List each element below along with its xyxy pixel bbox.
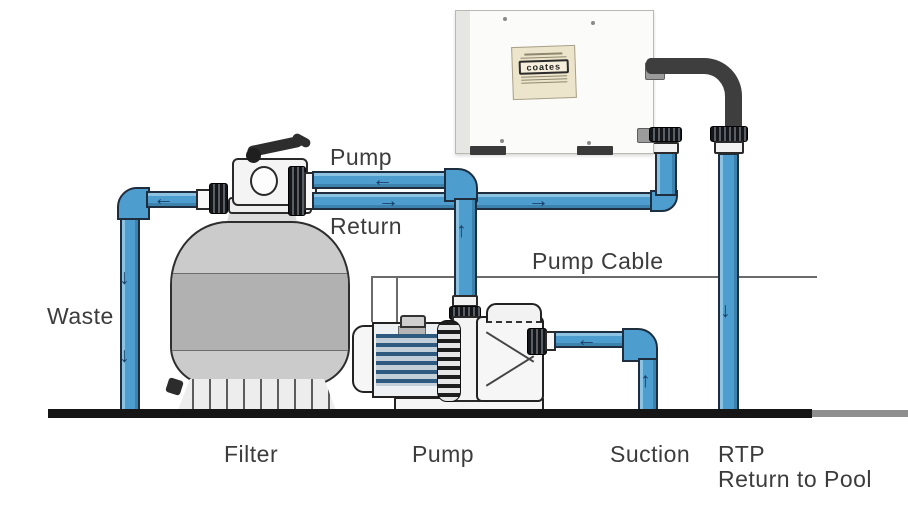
label-return-line: Return <box>330 213 403 239</box>
heater-outlet-hose <box>650 58 742 132</box>
label-fine-print <box>521 78 568 81</box>
valve-union-left <box>209 183 228 214</box>
pump-motor <box>372 322 446 398</box>
suction-pipe-horizontal <box>554 331 628 348</box>
pump-riser-pipe <box>454 198 477 299</box>
filter-drain-valve <box>165 377 184 396</box>
heater-brand-text: coates <box>518 59 570 75</box>
filter-tank <box>170 221 350 387</box>
heater-screw <box>587 141 591 145</box>
label-fine-print <box>521 81 568 84</box>
heater-inlet-pipe <box>655 152 677 196</box>
motor-lifting-lug <box>400 315 426 328</box>
heater-foot <box>470 146 506 155</box>
pump-cable-line-horizontal <box>371 276 817 278</box>
heater-inlet-union <box>649 127 682 142</box>
waste-pipe-horizontal <box>146 191 198 208</box>
pot-brace-line <box>485 355 535 387</box>
suction-elbow <box>622 328 658 362</box>
pump-pipe-elbow <box>444 168 478 202</box>
rtp-pipe <box>718 153 739 412</box>
valve-sight-glass <box>250 166 278 196</box>
label-fine-print <box>520 56 567 59</box>
rtp-collar <box>714 141 744 154</box>
return-pipe <box>312 192 658 210</box>
pump-discharge-pipe <box>312 171 452 189</box>
label-pump-line: Pump <box>330 144 393 170</box>
heater-foot <box>577 146 613 155</box>
label-rtp: RTP <box>718 441 766 467</box>
filter-tank-band <box>172 273 348 351</box>
suction-pipe-vertical <box>638 358 658 412</box>
ground-line <box>48 409 812 418</box>
pump-inlet-union <box>527 328 547 355</box>
waste-pipe-elbow <box>117 187 150 220</box>
label-waste: Waste <box>47 303 114 329</box>
waste-pipe-vertical <box>120 208 140 412</box>
rtp-union <box>710 126 748 142</box>
pump-motor-fins <box>376 334 442 386</box>
label-fine-print <box>521 75 568 78</box>
heater-label: coates <box>511 44 577 101</box>
strainer-pot-lid <box>486 303 542 323</box>
heater-inlet-collar <box>652 142 679 154</box>
label-pump-cable: Pump Cable <box>532 248 664 274</box>
heater-screw <box>591 21 595 25</box>
heater-screw <box>503 17 507 21</box>
pump-cable-line-vertical <box>371 276 373 322</box>
label-suction: Suction <box>610 441 691 467</box>
label-pump: Pump <box>412 441 475 467</box>
label-return-to-pool: Return to Pool <box>718 466 873 492</box>
valve-handle-pivot <box>246 148 261 163</box>
label-filter: Filter <box>224 441 279 467</box>
pump-cable-line-vertical <box>396 276 398 322</box>
label-fine-print <box>524 52 563 56</box>
heater-screw <box>500 139 504 143</box>
ground-line-extension <box>812 410 908 417</box>
filter-tank-skirt <box>177 379 337 413</box>
pump-coupling-ribs <box>437 320 461 402</box>
